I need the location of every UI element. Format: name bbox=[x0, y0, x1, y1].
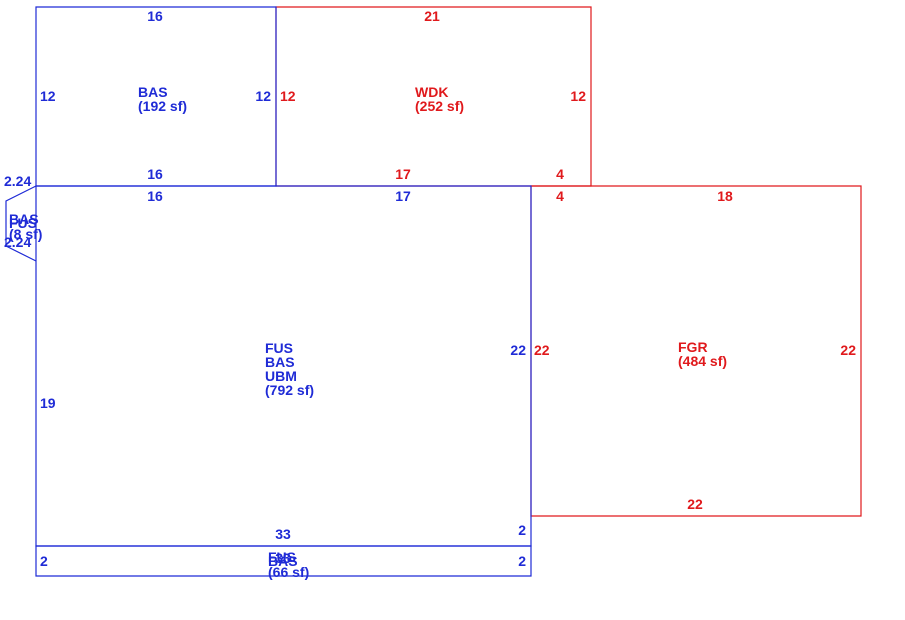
wdk-code: WDK bbox=[415, 84, 448, 100]
main-dim-bottom-right: 2 bbox=[518, 522, 526, 538]
wdk-dim-step: 4 bbox=[556, 166, 564, 182]
strip-dim-right: 2 bbox=[518, 553, 526, 569]
main-code-1: FUS bbox=[265, 340, 293, 356]
wdk-area: (252 sf) bbox=[415, 98, 464, 114]
wdk-dim-left: 12 bbox=[280, 88, 296, 104]
bay-code-1: BAS bbox=[9, 211, 39, 227]
main-dim-right: 22 bbox=[510, 342, 526, 358]
bas-top-dim-top: 16 bbox=[147, 8, 163, 24]
bay-code-2: FUS bbox=[9, 215, 37, 231]
bottom-strip-outline bbox=[35, 545, 532, 577]
fgr-dim-top: 18 bbox=[717, 188, 733, 204]
strip-code-2: BAS bbox=[268, 553, 298, 569]
main-dim-left: 19 bbox=[40, 395, 56, 411]
main-code-2: BAS bbox=[265, 354, 295, 370]
main-code-3: UBM bbox=[265, 368, 297, 384]
bas-top-code: BAS bbox=[138, 84, 168, 100]
main-dim-bottom: 33 bbox=[275, 526, 291, 542]
fgr-dim-bottom: 22 bbox=[687, 496, 703, 512]
strip-dim-bottom: 33 bbox=[275, 550, 291, 566]
main-dim-top: 16 bbox=[147, 188, 163, 204]
bay-dim-lower: 2.24 bbox=[4, 234, 31, 250]
strip-area: (66 sf) bbox=[268, 564, 309, 580]
main-dim-top-right: 17 bbox=[395, 188, 411, 204]
bas-top-dim-bottom: 16 bbox=[147, 166, 163, 182]
wdk-dim-right: 12 bbox=[570, 88, 586, 104]
bay-outline bbox=[5, 185, 37, 262]
bay-area: (8 sf) bbox=[9, 226, 42, 242]
bas-top-dim-right: 12 bbox=[255, 88, 271, 104]
wdk-dim-bottom: 17 bbox=[395, 166, 411, 182]
fgr-code: FGR bbox=[678, 339, 708, 355]
bay-dim-upper: 2.24 bbox=[4, 173, 31, 189]
strip-code-1: FUS bbox=[268, 549, 296, 565]
fgr-dim-left: 22 bbox=[534, 342, 550, 358]
wdk-dim-top: 21 bbox=[424, 8, 440, 24]
bas-top-area: (192 sf) bbox=[138, 98, 187, 114]
main-area: (792 sf) bbox=[265, 382, 314, 398]
fgr-dim-right: 22 bbox=[840, 342, 856, 358]
fgr-dim-top-left: 4 bbox=[556, 188, 564, 204]
strip-dim-left: 2 bbox=[40, 553, 48, 569]
bas-top-dim-left: 12 bbox=[40, 88, 56, 104]
fgr-area: (484 sf) bbox=[678, 353, 727, 369]
